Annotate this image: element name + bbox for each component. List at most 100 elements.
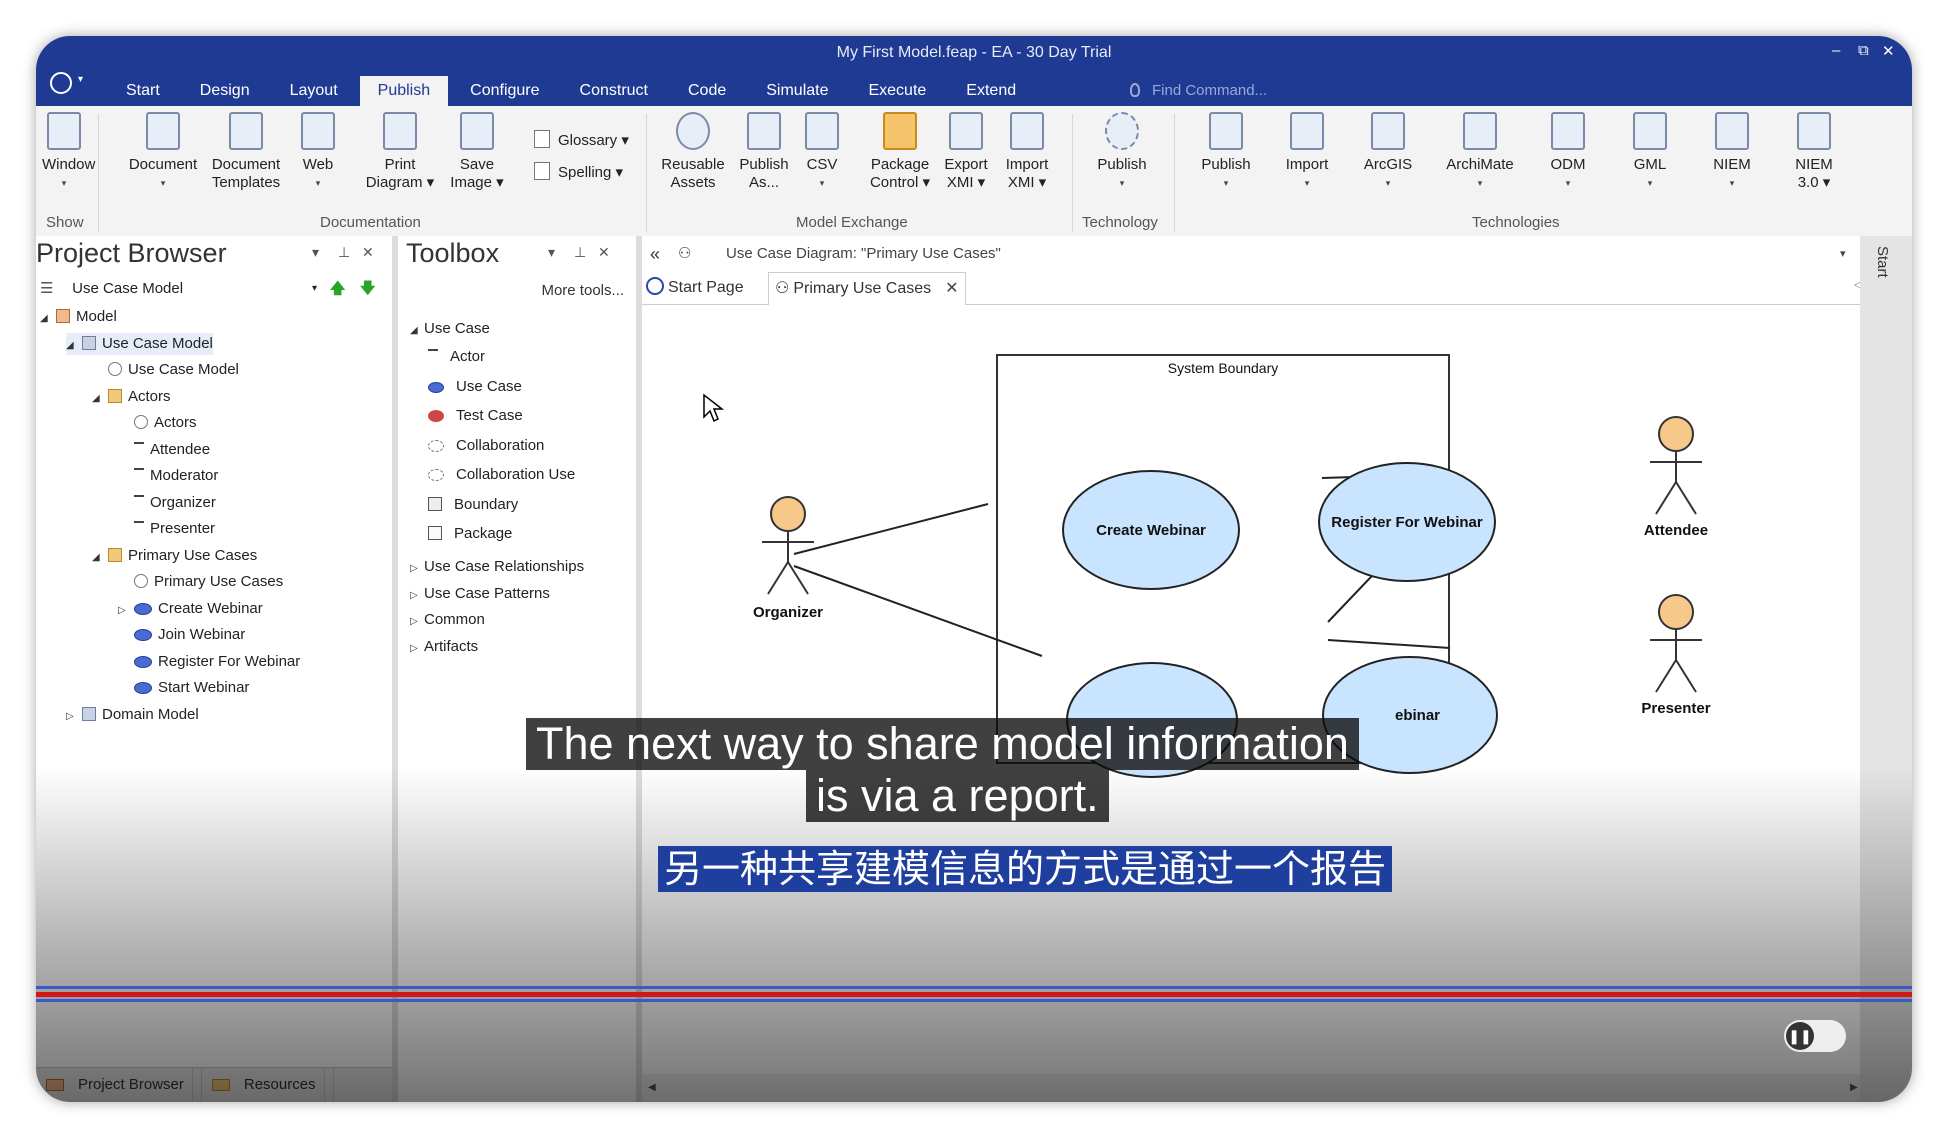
tab-simulate[interactable]: Simulate — [766, 82, 829, 99]
chevron-down-icon[interactable]: ▾ — [312, 283, 318, 294]
toolbox-section-use-case[interactable]: ◢Use Case — [410, 320, 490, 337]
tree-item[interactable]: ◢Actors — [92, 386, 171, 408]
use-case-create-webinar[interactable]: Create Webinar — [1062, 470, 1240, 590]
tree-toggle-icon[interactable]: ◢ — [66, 339, 74, 351]
csv-button[interactable]: CSV▾ — [800, 112, 844, 192]
tree-toggle-icon[interactable]: ◢ — [92, 392, 100, 404]
pin-icon[interactable]: ⊥ — [574, 244, 587, 260]
pin-icon[interactable]: ⊥ — [338, 244, 351, 260]
spelling-button[interactable]: Spelling ▾ — [534, 162, 623, 181]
arcgis-button[interactable]: ArcGIS▾ — [1356, 112, 1420, 192]
toolbox-section[interactable]: ▷Use Case Relationships — [410, 556, 584, 578]
dropdown-icon[interactable]: ▾ — [312, 244, 320, 260]
technologies-publish-button[interactable]: Publish▾ — [1194, 112, 1258, 192]
tree-item[interactable]: Start Webinar — [118, 677, 249, 699]
association-line[interactable] — [1327, 639, 1451, 649]
actor-organizer-figure[interactable] — [762, 496, 814, 595]
use-case-register-for-webinar[interactable]: Register For Webinar — [1318, 462, 1496, 582]
tree-item[interactable]: Join Webinar — [118, 624, 245, 646]
tab-design[interactable]: Design — [199, 82, 250, 99]
diagram-canvas[interactable]: System Boundary — [642, 304, 1868, 1102]
model-selector[interactable]: ☰ Use Case Model ▾ 🡅 🡇 — [36, 276, 392, 302]
expand-icon[interactable]: ▷ — [410, 563, 418, 574]
app-menu-caret-icon[interactable]: ▾ — [78, 74, 84, 85]
scroll-left-icon[interactable]: ◁ — [1854, 279, 1863, 291]
move-down-icon[interactable]: 🡇 — [360, 280, 376, 297]
association-line[interactable] — [793, 565, 1043, 657]
sparx-logo-icon[interactable] — [50, 72, 72, 94]
tree-toggle-icon[interactable]: ◢ — [92, 551, 100, 563]
tree-toggle-icon[interactable]: ▷ — [118, 604, 126, 616]
actor-attendee-figure[interactable] — [1650, 416, 1702, 515]
toolbox-item[interactable]: Package — [426, 523, 512, 545]
toolbox-section[interactable]: ▷Artifacts — [410, 636, 478, 658]
tree-item[interactable]: Organizer — [118, 492, 216, 514]
tab-publish[interactable]: Publish — [359, 76, 449, 106]
window-button[interactable]: Window▾ — [42, 112, 95, 192]
tree-item[interactable]: Moderator — [118, 465, 218, 487]
document-button[interactable]: Document▾ — [122, 112, 204, 192]
collapse-icon[interactable]: « — [650, 244, 661, 264]
odm-button[interactable]: ODM▾ — [1540, 112, 1596, 192]
autoplay-toggle[interactable]: ❚❚ — [1784, 1020, 1846, 1052]
web-button[interactable]: Web▾ — [298, 112, 338, 192]
toolbox-section[interactable]: ▷Common — [410, 609, 485, 631]
tree-item[interactable]: Presenter — [118, 518, 215, 540]
hamburger-icon[interactable]: ☰ — [40, 280, 54, 297]
toolbox-item[interactable]: Actor — [426, 346, 485, 368]
tree-toggle-icon[interactable]: ▷ — [66, 710, 74, 722]
tab-execute[interactable]: Execute — [868, 82, 927, 99]
find-command[interactable]: Find Command... — [1130, 76, 1267, 106]
tree-item[interactable]: Actors — [118, 412, 197, 434]
tab-resources[interactable]: Resources — [202, 1068, 334, 1102]
glossary-button[interactable]: Glossary ▾ — [534, 130, 629, 149]
toolbox-item[interactable]: Boundary — [426, 494, 518, 516]
tree-item[interactable]: ◢Primary Use Cases — [92, 545, 257, 567]
close-icon[interactable]: ✕ — [598, 244, 610, 260]
tree-item[interactable]: Attendee — [118, 439, 210, 461]
horizontal-scrollbar[interactable]: ◀ ▶ — [642, 1074, 1868, 1102]
scroll-right-icon[interactable]: ▶ — [1850, 1082, 1858, 1093]
technology-publish-button[interactable]: Publish▾ — [1090, 112, 1154, 192]
toolbox-item[interactable]: Collaboration — [426, 435, 544, 457]
tree-item[interactable]: Primary Use Cases — [118, 571, 283, 593]
gml-button[interactable]: GML▾ — [1622, 112, 1678, 192]
association-line[interactable] — [793, 503, 989, 555]
archimate-button[interactable]: ArchiMate▾ — [1438, 112, 1522, 192]
tab-start-page[interactable]: Start Page — [646, 272, 744, 304]
scroll-left-icon[interactable]: ◀ — [648, 1082, 656, 1093]
tree-item[interactable]: ◢Use Case Model — [66, 332, 213, 355]
tab-extend[interactable]: Extend — [966, 82, 1017, 99]
tree-item[interactable]: Use Case Model — [92, 359, 239, 381]
tree-item[interactable]: ▷Domain Model — [66, 704, 199, 726]
more-tools-link[interactable]: More tools... — [541, 282, 624, 299]
restore-button[interactable]: ⧉ — [1858, 42, 1869, 59]
minimize-button[interactable]: – — [1832, 42, 1841, 59]
toolbox-item[interactable]: Collaboration Use — [426, 464, 575, 486]
video-progress-bar[interactable] — [36, 992, 1912, 997]
dropdown-icon[interactable]: ▾ — [548, 244, 556, 260]
tree-item[interactable]: ◢Model — [40, 306, 117, 328]
tab-configure[interactable]: Configure — [470, 82, 540, 99]
tab-project-browser[interactable]: Project Browser — [36, 1068, 202, 1102]
expand-icon[interactable]: ▷ — [410, 616, 418, 627]
tree-item[interactable]: ▷Create Webinar — [118, 598, 263, 620]
start-side-tab[interactable]: Start — [1874, 246, 1891, 278]
technologies-import-button[interactable]: Import▾ — [1276, 112, 1338, 192]
close-icon[interactable]: ✕ — [362, 244, 374, 260]
move-up-icon[interactable]: 🡅 — [330, 280, 346, 297]
close-window-button[interactable]: ✕ — [1882, 43, 1895, 60]
tab-code[interactable]: Code — [687, 82, 727, 99]
actor-presenter-figure[interactable] — [1650, 594, 1702, 693]
niem-button[interactable]: NIEM▾ — [1704, 112, 1760, 192]
toolbox-item[interactable]: Test Case — [426, 405, 523, 427]
chevron-down-icon[interactable]: ▾ — [1840, 248, 1846, 260]
toolbox-section[interactable]: ▷Use Case Patterns — [410, 583, 550, 605]
